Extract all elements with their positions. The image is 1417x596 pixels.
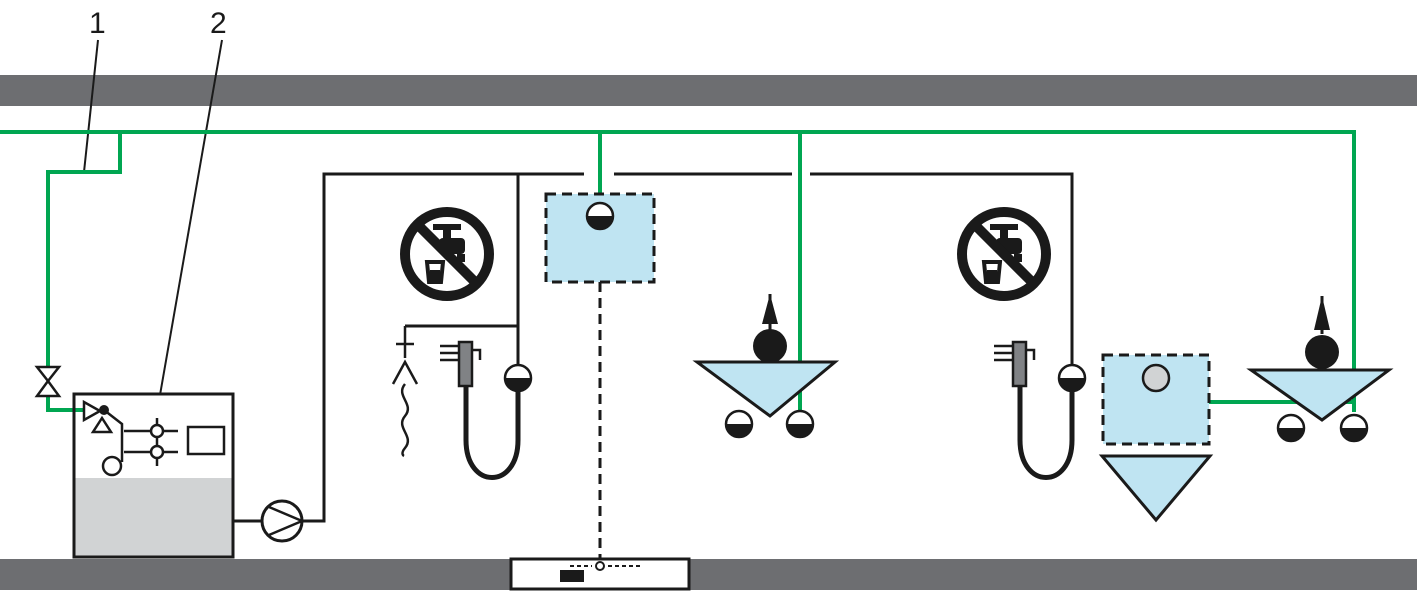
floor-drain-icon bbox=[509, 557, 691, 591]
label-1-text: 1 bbox=[89, 7, 106, 40]
urinal-icon bbox=[1246, 296, 1394, 443]
upper-floor-slab bbox=[0, 75, 1417, 106]
label-2-text: 2 bbox=[210, 7, 227, 40]
urinal-icon bbox=[692, 294, 840, 439]
tap-icon bbox=[391, 326, 419, 458]
wc-cistern-icon bbox=[1098, 353, 1214, 523]
shower-icon bbox=[440, 340, 533, 480]
shower-icon bbox=[994, 340, 1087, 480]
pump-icon bbox=[260, 499, 306, 543]
lower-floor-slab bbox=[0, 559, 1417, 590]
no-drinking-water-icon bbox=[957, 207, 1051, 301]
valve-icon bbox=[34, 365, 62, 398]
label-2: 2 bbox=[159, 7, 227, 396]
label-1: 1 bbox=[83, 7, 106, 173]
black-pipe-network bbox=[233, 172, 1074, 523]
cistern-icon bbox=[72, 392, 235, 559]
no-drinking-water-icon bbox=[400, 207, 494, 301]
wc-cistern-icon bbox=[544, 192, 656, 562]
